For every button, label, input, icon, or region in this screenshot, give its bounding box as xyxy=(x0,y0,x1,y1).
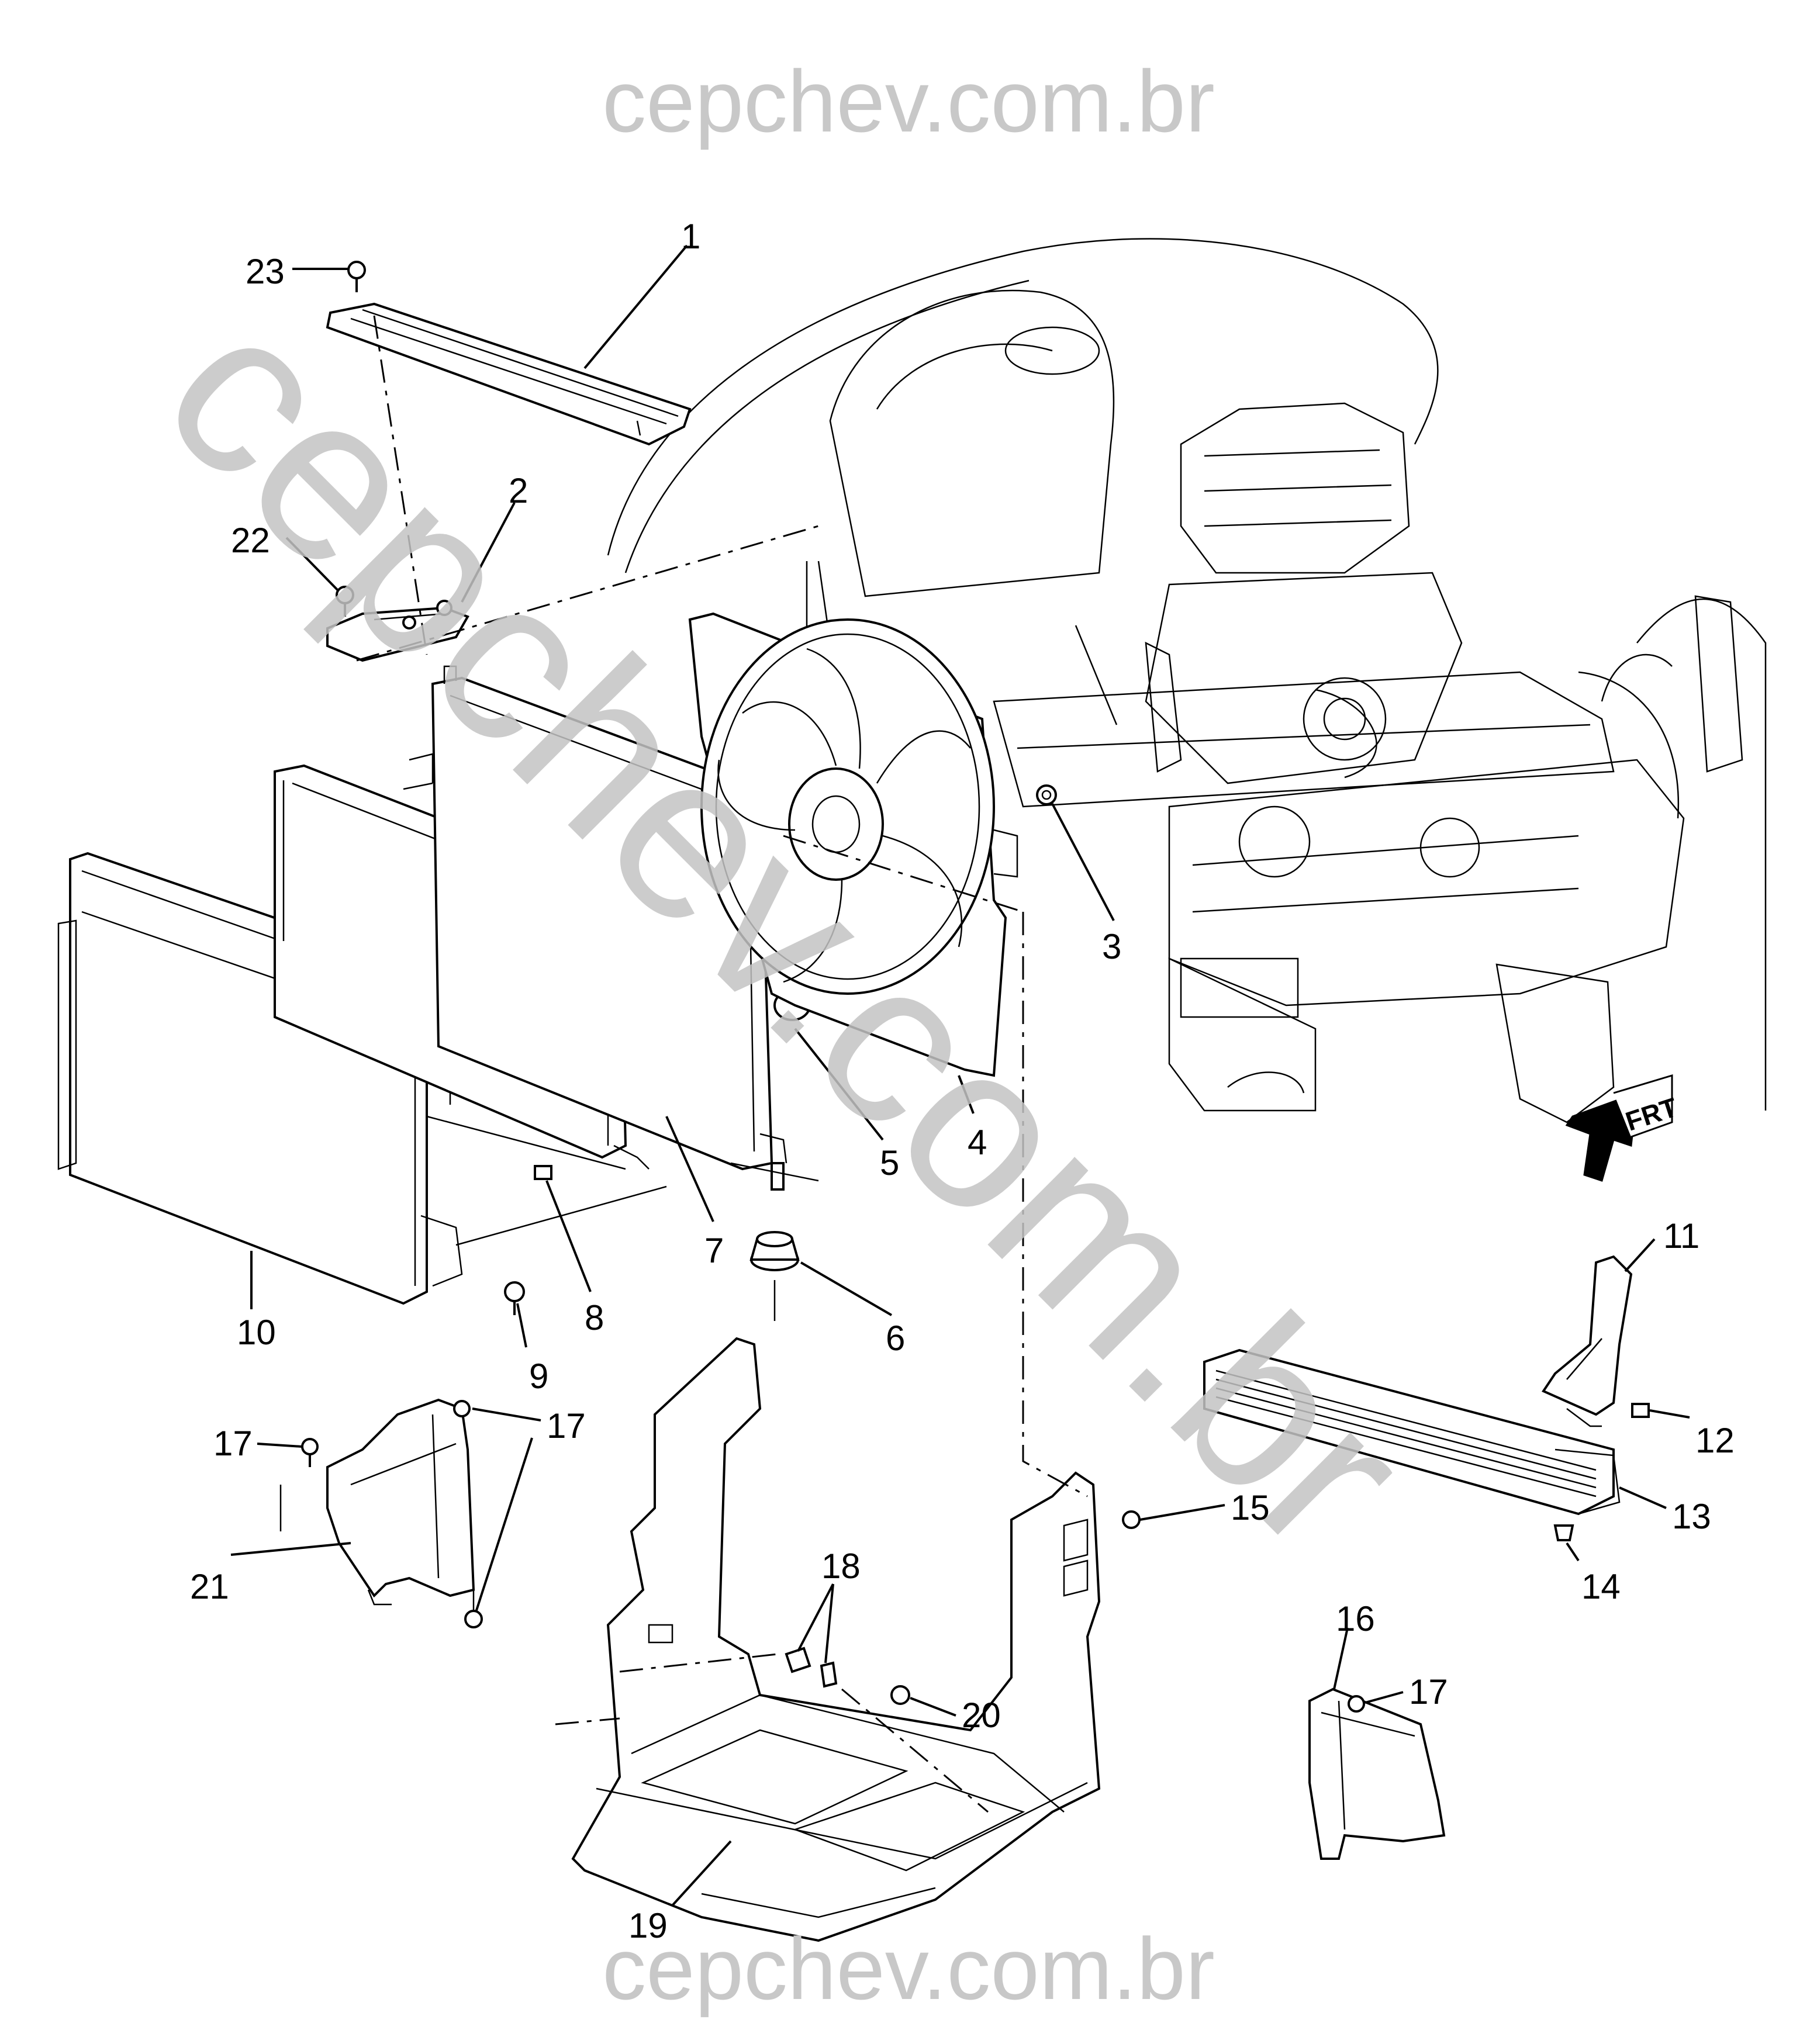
callout-10: 10 xyxy=(237,1313,276,1352)
callout-17a: 17 xyxy=(213,1424,253,1463)
clip-8 xyxy=(534,1165,552,1180)
callout-14: 14 xyxy=(1581,1567,1621,1606)
watermark-bottom: cepchev.com.br xyxy=(602,1920,1215,2018)
left-deflector-part xyxy=(326,1398,483,1628)
callout-16: 16 xyxy=(1336,1599,1375,1638)
callout-17c: 17 xyxy=(1409,1672,1448,1711)
callout-1: 1 xyxy=(681,217,700,256)
callout-15: 15 xyxy=(1231,1488,1270,1527)
oil-cooler-part xyxy=(1203,1348,1621,1516)
callout-12: 12 xyxy=(1695,1421,1735,1460)
bolt-22 xyxy=(336,586,354,617)
callout-18: 18 xyxy=(821,1547,861,1586)
callout-21: 21 xyxy=(190,1567,229,1606)
engine-bay-background xyxy=(607,238,1767,1123)
insulator-6 xyxy=(749,1231,800,1271)
callout-2: 2 xyxy=(509,471,528,510)
nut-15 xyxy=(1122,1510,1141,1529)
upper-bracket-part xyxy=(326,600,469,662)
clip-14 xyxy=(1553,1524,1574,1541)
bolt-23 xyxy=(347,261,366,292)
upper-cover-part xyxy=(326,302,692,446)
callout-19: 19 xyxy=(628,1906,668,1945)
callout-7: 7 xyxy=(704,1231,724,1270)
clip-12 xyxy=(1631,1403,1650,1418)
clip-20 xyxy=(890,1685,910,1705)
front-direction-badge: FRT xyxy=(1565,1074,1681,1182)
clip-18 xyxy=(785,1647,838,1688)
callout-8: 8 xyxy=(585,1298,604,1337)
fan-shroud-part xyxy=(688,612,1018,1077)
callout-6: 6 xyxy=(886,1319,905,1358)
bolt-17b xyxy=(453,1400,471,1417)
callout-11: 11 xyxy=(1663,1216,1699,1256)
callout-4: 4 xyxy=(968,1123,987,1162)
callout-23: 23 xyxy=(246,252,285,291)
alignment-lines xyxy=(279,315,1088,1813)
callout-labels: 1 2 3 4 5 6 7 8 9 10 11 12 13 14 15 16 1… xyxy=(190,217,1735,1945)
callout-22: 22 xyxy=(231,521,270,560)
callout-5: 5 xyxy=(880,1143,899,1182)
bolt-17a xyxy=(301,1438,319,1467)
callout-17b: 17 xyxy=(547,1406,586,1445)
right-deflector-part xyxy=(1308,1687,1446,1860)
callout-20: 20 xyxy=(962,1696,1001,1735)
callout-3: 3 xyxy=(1102,927,1121,966)
watermark-top: cepchev.com.br xyxy=(602,52,1215,150)
bolt-17c xyxy=(1348,1695,1365,1713)
leader-lines xyxy=(230,244,1690,1907)
cooler-bracket-part xyxy=(1542,1255,1633,1427)
lower-baffle-part xyxy=(571,1337,1101,1942)
callout-9: 9 xyxy=(529,1357,548,1396)
bolt-9 xyxy=(504,1281,525,1315)
callout-13: 13 xyxy=(1672,1497,1711,1536)
nut-3 xyxy=(1036,784,1057,805)
